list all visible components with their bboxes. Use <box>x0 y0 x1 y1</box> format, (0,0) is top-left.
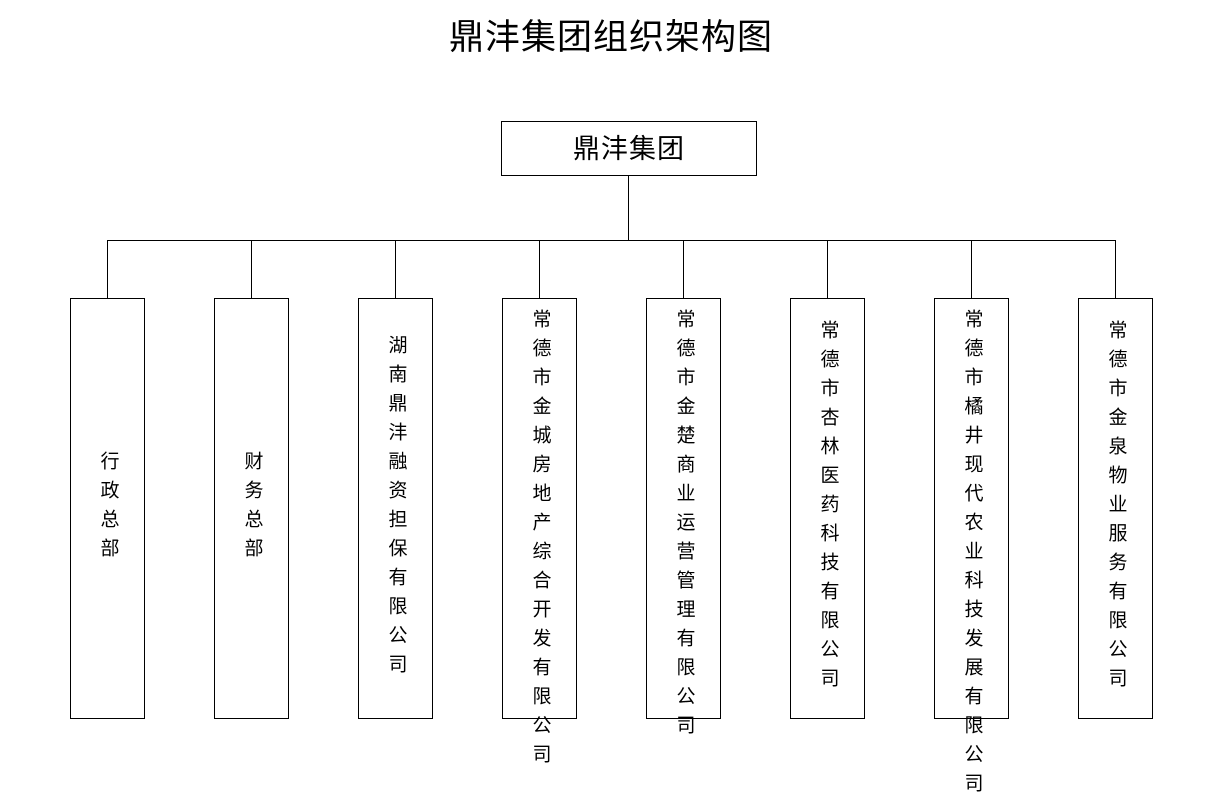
org-node-child-7-label: 常德市橘井现代农业科技发展有限公司 <box>961 308 983 802</box>
org-node-root-label: 鼎沣集团 <box>573 133 685 164</box>
org-node-child-5-label: 常德市金楚商业运营管理有限公司 <box>673 308 695 744</box>
org-node-child-2-label: 财务总部 <box>241 450 263 567</box>
org-node-child-6-label: 常德市杏林医药科技有限公司 <box>817 320 839 697</box>
connector-drop-7 <box>971 240 973 299</box>
org-node-child-5[interactable]: 常德市金楚商业运营管理有限公司 <box>646 298 721 744</box>
connector-drop-3 <box>395 240 397 299</box>
connector-drop-2 <box>251 240 253 299</box>
org-node-child-1[interactable]: 行政总部 <box>70 298 145 719</box>
org-node-child-6[interactable]: 常德市杏林医药科技有限公司 <box>790 298 865 719</box>
org-node-child-3-label: 湖南鼎沣融资担保有限公司 <box>385 334 407 683</box>
org-node-child-3[interactable]: 湖南鼎沣融资担保有限公司 <box>358 298 433 719</box>
connector-root-stem <box>628 176 630 241</box>
org-node-child-1-label: 行政总部 <box>97 450 119 567</box>
org-node-child-4-label: 常德市金城房地产综合开发有限公司 <box>529 308 551 773</box>
org-node-child-8-label: 常德市金泉物业服务有限公司 <box>1105 320 1127 697</box>
page-title: 鼎沣集团组织架构图 <box>448 18 773 57</box>
connector-drop-5 <box>683 240 685 299</box>
connector-drop-4 <box>539 240 541 299</box>
org-node-child-8[interactable]: 常德市金泉物业服务有限公司 <box>1078 298 1153 719</box>
org-node-child-7[interactable]: 常德市橘井现代农业科技发展有限公司 <box>934 298 1009 802</box>
connector-drop-1 <box>107 240 109 299</box>
org-chart-canvas: 鼎沣集团组织架构图 鼎沣集团 行政总部 财务总部 湖南鼎沣融资担保有限公司 常德… <box>70 18 1153 802</box>
org-node-root[interactable]: 鼎沣集团 <box>501 121 757 176</box>
org-node-child-2[interactable]: 财务总部 <box>214 298 289 719</box>
connector-drop-6 <box>827 240 829 299</box>
org-node-child-4[interactable]: 常德市金城房地产综合开发有限公司 <box>502 298 577 773</box>
connector-drop-8 <box>1115 240 1117 299</box>
connector-horizontal-bus <box>107 240 1116 242</box>
